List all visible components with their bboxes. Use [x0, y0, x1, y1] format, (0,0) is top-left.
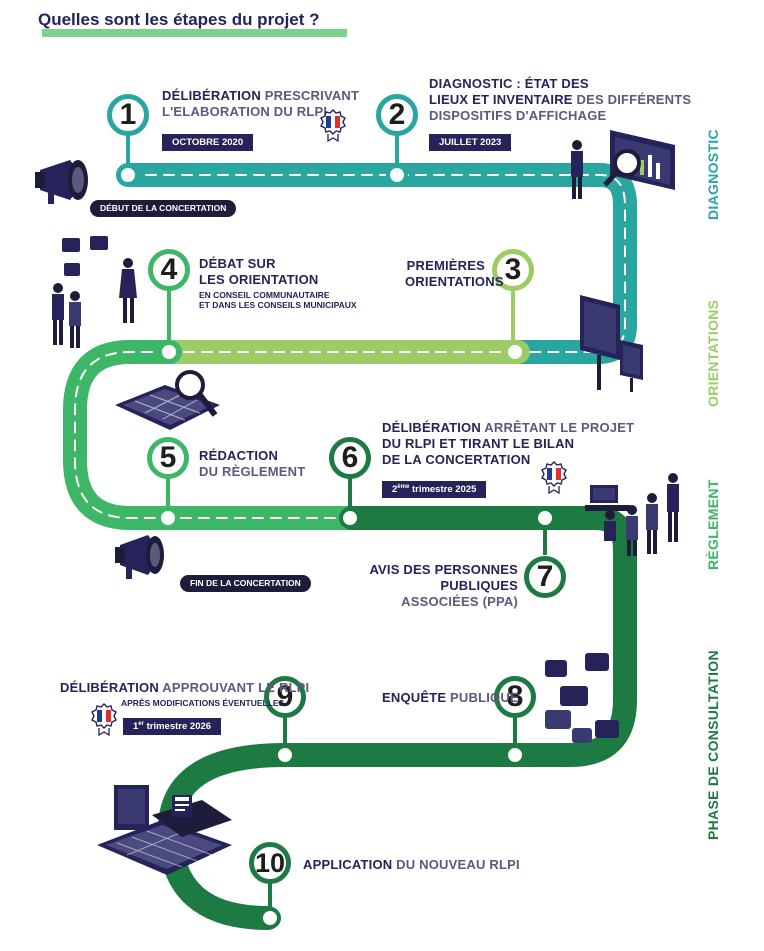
step-9-date-badge: 1er trimestre 2026: [123, 718, 222, 735]
step-1-label: DÉLIBÉRATION PRESCRIVANT L'ELABORATION D…: [162, 88, 360, 119]
speech-bubbles-illustration: [545, 653, 619, 743]
french-republic-seal-icon: [320, 109, 346, 142]
map-magnifier-illustration: [115, 370, 220, 430]
step-8-number: 8: [494, 676, 536, 718]
megaphone-icon: [115, 535, 164, 579]
step-10-number: 10: [249, 842, 291, 884]
office-team-illustration: [585, 473, 679, 556]
concertation-end-badge: FIN DE LA CONCERTATION: [180, 575, 311, 592]
step-3-label: PREMIÈRES ORIENTATIONS: [405, 258, 504, 289]
city-plans-illustration: [97, 785, 232, 875]
billboard-illustration: [580, 295, 643, 392]
step-1-date-badge: OCTOBRE 2020: [162, 134, 254, 151]
page-title: Quelles sont les étapes du projet ?: [38, 10, 320, 29]
title-underline: [42, 29, 347, 37]
step-6-date-badge: 2ème trimestre 2025: [382, 481, 487, 498]
phase-label-orientations: ORIENTATIONS: [705, 299, 721, 407]
phase-label-consultation: PHASE DE CONSULTATION: [705, 650, 721, 840]
step-4-label: DÉBAT SUR LES ORIENTATION: [199, 256, 319, 287]
step-6-number: 6: [329, 437, 371, 479]
concertation-start-badge: DÉBUT DE LA CONCERTATION: [90, 200, 237, 217]
phase-label-reglement: RÈGLEMENT: [705, 479, 721, 570]
phase-label-diagnostic: DIAGNOSTIC: [705, 129, 721, 220]
step-7-label: AVIS DES PERSONNES PUBLIQUES ASSOCIÉES (…: [369, 562, 518, 609]
step-2-number: 2: [376, 94, 418, 136]
road-segment-reglement: [63, 340, 364, 530]
step-2-label: DIAGNOSTIC : ÉTAT DES LIEUX ET INVENTAIR…: [429, 76, 692, 123]
road-segment-consultation: [158, 506, 637, 930]
step-5-number: 5: [147, 437, 189, 479]
french-republic-seal-icon: [541, 461, 567, 494]
step-10-label: APPLICATION DU NOUVEAU RLPi: [303, 857, 520, 872]
step-7-number: 7: [524, 556, 566, 598]
step-2-date-badge: JUILLET 2023: [429, 134, 512, 151]
megaphone-icon: [35, 160, 88, 204]
step-6-label: DÉLIBÉRATION ARRÊTANT LE PROJET DU RLPi …: [382, 420, 635, 467]
step-3-number: 3: [492, 249, 534, 291]
french-republic-seal-icon: [91, 703, 117, 736]
step-1-number: 1: [107, 94, 149, 136]
step-4-number: 4: [148, 249, 190, 291]
step-9-sublabel: APRÈS MODIFICATIONS ÉVENTUELLES: [121, 698, 285, 708]
step-9-number: 9: [264, 676, 306, 718]
step-5-label: RÉDACTION DU RÈGLEMENT: [199, 448, 306, 479]
step-8-label: ENQUÊTE PUBLIQUE: [382, 690, 519, 705]
people-discussion-illustration: [52, 236, 137, 348]
analysis-board-illustration: [571, 130, 675, 199]
step-9-label: DÉLIBÉRATION APPROUVANT LE RLPi: [60, 680, 310, 695]
step-4-sublabel: EN CONSEIL COMMUNAUTAIRE ET DANS LES CON…: [199, 290, 357, 310]
